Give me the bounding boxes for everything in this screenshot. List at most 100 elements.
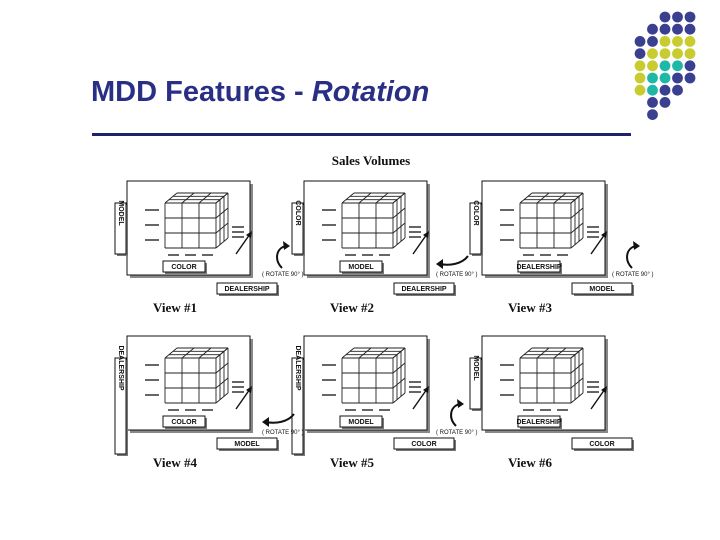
view-caption: View #6 <box>508 455 552 470</box>
cube-line <box>570 377 584 389</box>
row-member-mark <box>145 224 159 226</box>
row-member-mark <box>322 209 336 211</box>
decorative-dot <box>659 72 671 84</box>
depth-member-mark <box>409 236 421 238</box>
depth-member-mark <box>232 391 244 393</box>
cube-member-marks <box>322 209 421 256</box>
depth-member-mark <box>587 391 599 393</box>
row-member-mark <box>322 379 336 381</box>
depth-axis-label-box <box>571 437 633 450</box>
depth-arrowhead <box>246 386 252 393</box>
row-member-mark <box>500 364 514 366</box>
column-member-mark <box>345 254 356 256</box>
bottom-axis-label-box <box>339 415 383 428</box>
decorative-dot <box>634 84 646 96</box>
depth-axis-label-text: MODEL <box>589 286 615 293</box>
column-member-mark <box>523 254 534 256</box>
cube-line <box>341 347 355 359</box>
cube-line <box>181 192 195 204</box>
vertical-axis-label-box <box>291 357 304 455</box>
cube-line <box>215 392 229 404</box>
rotate-arrowhead <box>262 417 269 427</box>
decorative-dot <box>634 60 646 72</box>
cube-line <box>215 362 229 374</box>
bottom-axis-label-box <box>339 260 383 273</box>
column-member-mark <box>557 409 568 411</box>
cube-line <box>392 347 406 359</box>
decorative-dot <box>684 23 696 35</box>
decorative-dot <box>659 48 671 59</box>
cube-line <box>519 192 533 204</box>
cube-line <box>392 207 406 219</box>
depth-member-mark <box>409 226 421 228</box>
cube-line <box>536 192 550 204</box>
depth-member-mark <box>409 391 421 393</box>
decorative-dot <box>647 48 658 59</box>
data-cube <box>519 192 584 249</box>
depth-member-mark <box>232 386 244 388</box>
cube-line <box>553 192 567 204</box>
column-member-mark <box>557 254 568 256</box>
cube-line <box>570 207 584 219</box>
vertical-axis-label-text: DEALERSHIP <box>117 345 124 390</box>
column-member-mark <box>202 409 213 411</box>
cube-line <box>215 222 229 234</box>
rotate-label: ( ROTATE 90° ) <box>262 272 304 278</box>
bottom-axis-label-text: MODEL <box>348 419 374 426</box>
depth-member-mark <box>587 381 599 383</box>
cube-line <box>392 222 406 234</box>
vertical-axis-label-box <box>291 202 304 255</box>
row-member-mark <box>500 239 514 241</box>
decorative-dot <box>684 48 696 59</box>
depth-axis-label-box <box>216 282 278 295</box>
depth-axis-label-text: DEALERSHIP <box>401 286 446 293</box>
decorative-dot <box>672 48 683 59</box>
decorative-dot <box>634 36 646 47</box>
depth-arrowhead <box>246 231 252 238</box>
cube-line <box>164 192 178 204</box>
decorative-dot <box>634 48 646 59</box>
bottom-axis-label-text: COLOR <box>171 419 196 426</box>
decorative-dot-grid <box>634 11 696 120</box>
column-member-mark <box>379 254 390 256</box>
decorative-dot <box>647 60 658 72</box>
cube-line <box>392 237 406 249</box>
cube-line <box>570 237 584 249</box>
decorative-dot <box>659 23 671 35</box>
depth-member-mark <box>587 226 599 228</box>
column-member-mark <box>523 409 534 411</box>
cube-line <box>215 237 229 249</box>
column-member-mark <box>345 409 356 411</box>
cube-member-marks <box>500 364 599 411</box>
vertical-axis-label-text: MODEL <box>117 200 124 226</box>
decorative-dot <box>647 84 658 96</box>
depth-arrowhead <box>423 231 429 238</box>
cube-member-marks <box>500 209 599 256</box>
decorative-dot <box>684 36 696 47</box>
rotate-label: ( ROTATE 90° ) <box>612 272 654 278</box>
cube-line <box>215 377 229 389</box>
decorative-dot <box>672 72 683 84</box>
decorative-dot <box>659 84 671 96</box>
depth-arrow <box>235 388 251 410</box>
cube-line <box>392 362 406 374</box>
data-cube <box>341 192 406 249</box>
rotate-marker-5: ( ROTATE 90° ) <box>436 399 478 436</box>
bottom-axis-label-box <box>162 260 206 273</box>
cube-line <box>375 192 389 204</box>
depth-axis-label-box <box>393 437 455 450</box>
column-member-mark <box>362 254 373 256</box>
depth-member-mark <box>232 231 244 233</box>
column-member-mark <box>540 409 551 411</box>
row-member-mark <box>500 379 514 381</box>
row-member-mark <box>322 239 336 241</box>
data-cube <box>519 347 584 404</box>
cube-line <box>553 347 567 359</box>
cube-line <box>215 347 229 359</box>
decorative-dot <box>659 97 671 108</box>
rotate-label: ( ROTATE 90° ) <box>436 430 478 436</box>
rotate-arrow <box>439 255 469 266</box>
